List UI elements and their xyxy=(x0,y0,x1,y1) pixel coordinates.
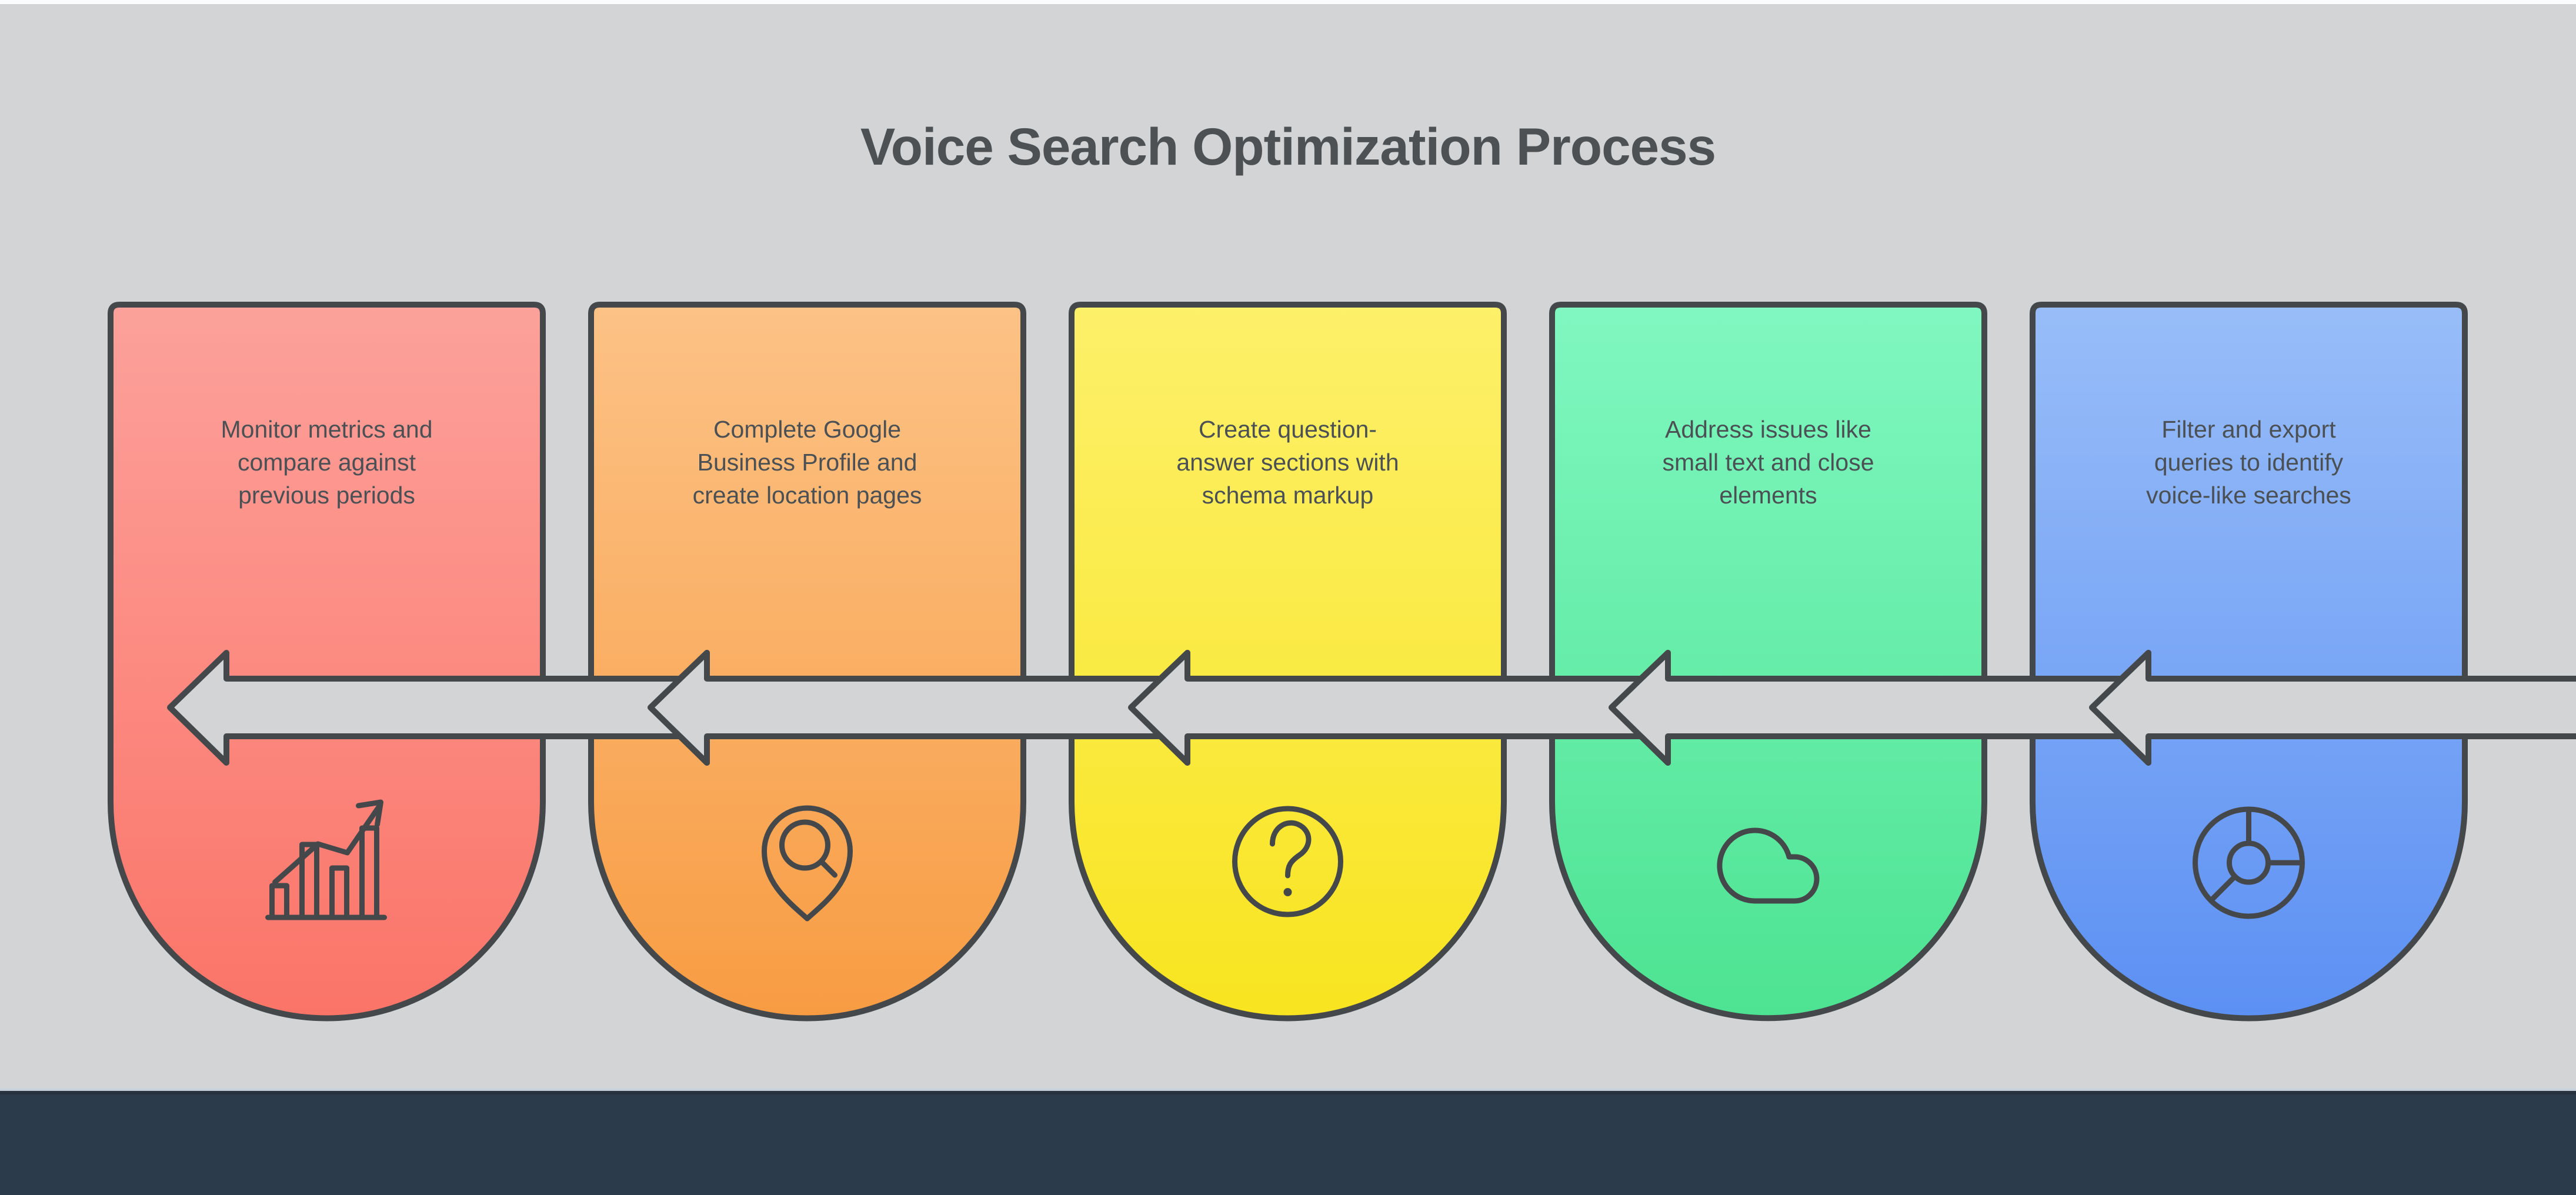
step-text-3: Create question- answer sections with sc… xyxy=(1072,413,1504,512)
bar-chart-trend-icon xyxy=(265,799,387,920)
step-5-line-3: voice-like searches xyxy=(2146,482,2351,509)
arrowhead-edges xyxy=(648,650,2151,766)
step-1-line-2: compare against xyxy=(237,449,416,476)
step-cards xyxy=(108,302,2468,1022)
step-card-4 xyxy=(1549,302,1987,1022)
step-5-line-1: Filter and export xyxy=(2161,416,2336,443)
step-4-line-1: Address issues like xyxy=(1665,416,1871,443)
step-text-1: Monitor metrics and compare against prev… xyxy=(111,413,543,512)
footer-bar-shade xyxy=(0,1091,2576,1094)
page-title: Voice Search Optimization Process xyxy=(860,117,1716,176)
step-card-1 xyxy=(108,302,546,1022)
footer-bar xyxy=(0,1089,2576,1195)
step-text-5: Filter and export queries to identify vo… xyxy=(2033,413,2465,512)
step-card-3 xyxy=(1069,302,1507,1022)
step-1-line-1: Monitor metrics and xyxy=(221,416,433,443)
step-card-2 xyxy=(588,302,1026,1022)
step-5-line-2: queries to identify xyxy=(2154,449,2344,476)
step-2-line-1: Complete Google xyxy=(713,416,902,443)
location-search-icon xyxy=(762,805,853,922)
step-text-2: Complete Google Business Profile and cre… xyxy=(591,413,1023,512)
step-card-5 xyxy=(2030,302,2468,1022)
step-text-4: Address issues like small text and close… xyxy=(1552,413,1984,512)
step-3-line-1: Create question- xyxy=(1198,416,1377,443)
step-4-line-2: small text and close xyxy=(1662,449,1874,476)
cloud-icon xyxy=(1717,827,1820,904)
step-4-line-3: elements xyxy=(1719,482,1817,509)
pie-chart-icon xyxy=(2193,806,2305,919)
arrow-band xyxy=(167,650,2576,766)
step-2-line-3: create location pages xyxy=(692,482,922,509)
step-1-line-3: previous periods xyxy=(238,482,415,509)
step-3-line-3: schema markup xyxy=(1202,482,1374,509)
top-strip xyxy=(0,0,2576,4)
question-circle-icon xyxy=(1232,806,1343,917)
flow-arrow xyxy=(167,650,2576,766)
step-2-line-2: Business Profile and xyxy=(697,449,917,476)
step-3-line-2: answer sections with xyxy=(1176,449,1399,476)
